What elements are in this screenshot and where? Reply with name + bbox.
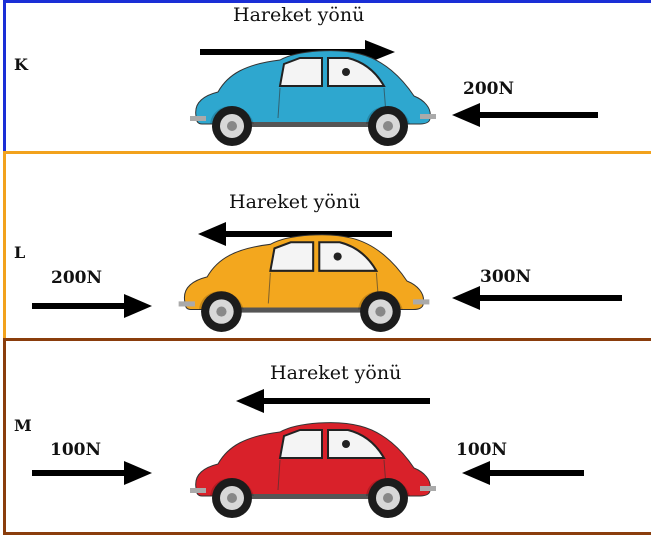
force-arrow-right	[32, 461, 152, 485]
force-arrow-left	[462, 461, 584, 485]
force-arrow-left	[452, 103, 598, 127]
car-icon	[189, 421, 437, 519]
force-arrow-right	[32, 294, 152, 318]
motion-arrow-left	[236, 389, 430, 413]
panel-letter: L	[14, 243, 26, 262]
direction-label: Hareket yönü	[270, 362, 402, 384]
force-label-left: 100N	[50, 440, 102, 460]
direction-label: Hareket yönü	[229, 191, 361, 213]
motion-arrow-left	[198, 222, 392, 246]
direction-label: Hareket yönü	[233, 4, 365, 26]
force-arrow-left	[452, 286, 622, 310]
force-label-right: 100N	[456, 440, 508, 460]
force-label-right: 300N	[480, 267, 532, 287]
car-icon	[177, 233, 431, 333]
panel-letter: M	[14, 416, 32, 435]
force-label-left: 200N	[51, 268, 103, 288]
car-icon	[189, 49, 437, 147]
panel-letter: K	[14, 55, 28, 74]
force-label-right: 200N	[463, 79, 515, 99]
